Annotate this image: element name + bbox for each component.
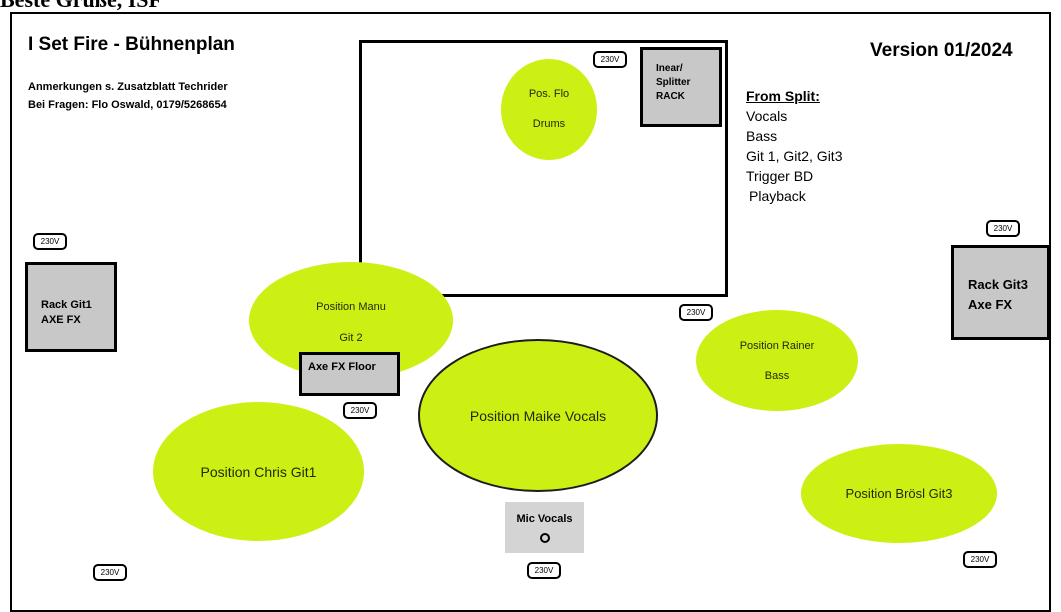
split-item-bass: Bass xyxy=(746,128,778,144)
rack-git3-line1: Rack Git3 xyxy=(968,277,1028,292)
rack-git1-line1: Rack Git1 xyxy=(41,299,92,311)
inear-rack-line1: Inear/ xyxy=(656,63,683,74)
position-rainer: Position Rainer Bass xyxy=(696,310,858,411)
outlet-230v: 230V xyxy=(527,562,561,579)
from-split-heading: From Split: xyxy=(746,88,820,104)
rack-git1-line2: AXE FX xyxy=(41,314,81,326)
split-item-guitars: Git 1, Git2, Git3 xyxy=(746,148,843,164)
outlet-230v: 230V xyxy=(93,564,127,581)
outlet-230v: 230V xyxy=(963,551,997,568)
outlet-230v: 230V xyxy=(679,304,713,321)
inear-rack-line2: Splitter xyxy=(656,77,691,88)
position-rainer-name: Position Rainer xyxy=(739,339,815,352)
position-chris: Position Chris Git1 xyxy=(153,402,364,541)
rack-git3-line2: Axe FX xyxy=(968,297,1013,312)
header-cut-text: Beste Grüße, ISF xyxy=(0,0,162,12)
mic-vocals: Mic Vocals xyxy=(505,502,584,553)
position-manu-role: Git 2 xyxy=(339,332,363,344)
rack-git3: Rack Git3 Axe FX xyxy=(951,245,1050,340)
mic-vocals-label: Mic Vocals xyxy=(516,513,573,525)
position-broesl: Position Brösl Git3 xyxy=(801,444,997,543)
drum-position: Pos. Flo Drums xyxy=(501,59,597,160)
outlet-230v: 230V xyxy=(33,233,67,250)
split-item-trigger: Trigger BD xyxy=(746,168,814,184)
rack-git1: Rack Git1 AXE FX xyxy=(25,262,117,352)
note-contact: Bei Fragen: Flo Oswald, 0179/5268654 xyxy=(28,99,227,111)
page-title: I Set Fire - Bühnenplan xyxy=(28,34,235,55)
from-split-list: From Split: Vocals Bass Git 1, Git2, Git… xyxy=(746,86,842,206)
position-manu: Position Manu Git 2 xyxy=(249,262,453,379)
split-item-vocals: Vocals xyxy=(746,108,788,124)
split-item-playback: Playback xyxy=(749,188,806,204)
version-label: Version 01/2024 xyxy=(870,40,1013,61)
inear-splitter-rack: Inear/ Splitter RACK xyxy=(640,47,722,127)
drum-position-role: Drums xyxy=(532,118,566,130)
note-techrider: Anmerkungen s. Zusatzblatt Techrider xyxy=(28,81,228,93)
drum-position-name: Pos. Flo xyxy=(528,88,570,100)
notes: Anmerkungen s. Zusatzblatt Techrider Bei… xyxy=(28,78,228,114)
inear-rack-line3: RACK xyxy=(656,91,685,102)
outlet-230v: 230V xyxy=(593,51,627,68)
axe-fx-floor: Axe FX Floor xyxy=(299,352,400,396)
outlet-230v: 230V xyxy=(343,402,377,419)
position-maike: Position Maike Vocals xyxy=(418,339,658,492)
mic-stand-icon xyxy=(539,533,550,543)
position-rainer-role: Bass xyxy=(764,369,790,382)
position-manu-name: Position Manu xyxy=(316,301,386,313)
outlet-230v: 230V xyxy=(986,220,1020,237)
